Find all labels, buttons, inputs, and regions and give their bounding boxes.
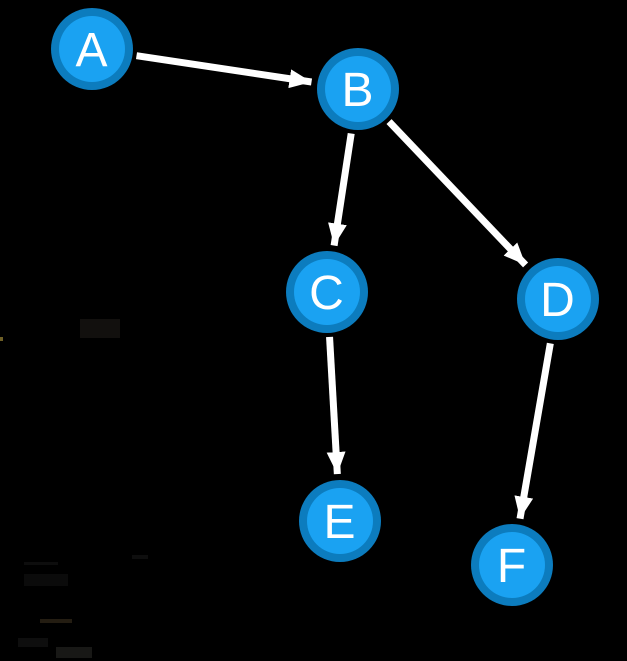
node-label: F [497, 540, 527, 593]
node-D[interactable]: D [517, 258, 599, 340]
node-label: D [540, 274, 576, 327]
node-inner-circle [525, 266, 591, 332]
node-label: A [75, 24, 108, 77]
background-artifact [80, 319, 120, 338]
node-label: B [341, 64, 374, 117]
node-label: C [309, 267, 345, 320]
node-B[interactable]: B [317, 48, 399, 130]
edge-A-B [135, 52, 313, 89]
edge-C-E [326, 336, 346, 475]
background-artifact [132, 555, 148, 559]
node-inner-circle [479, 532, 545, 598]
background-artifact [40, 619, 72, 623]
node-A[interactable]: A [51, 8, 133, 90]
background-artifact [18, 638, 48, 647]
edge-B-C [328, 132, 355, 247]
node-inner-circle [59, 16, 125, 82]
background-artifact [24, 562, 58, 565]
node-E[interactable]: E [299, 480, 381, 562]
node-C[interactable]: C [286, 251, 368, 333]
background-artifact [56, 647, 92, 658]
edge-D-F [514, 342, 554, 520]
node-inner-circle [307, 488, 373, 554]
node-F[interactable]: F [471, 524, 553, 606]
edge-B-D [386, 119, 529, 268]
background-artifact [24, 574, 68, 586]
node-inner-circle [294, 259, 360, 325]
node-label: E [323, 496, 356, 549]
node-inner-circle [325, 56, 391, 122]
background-artifact [0, 337, 3, 341]
